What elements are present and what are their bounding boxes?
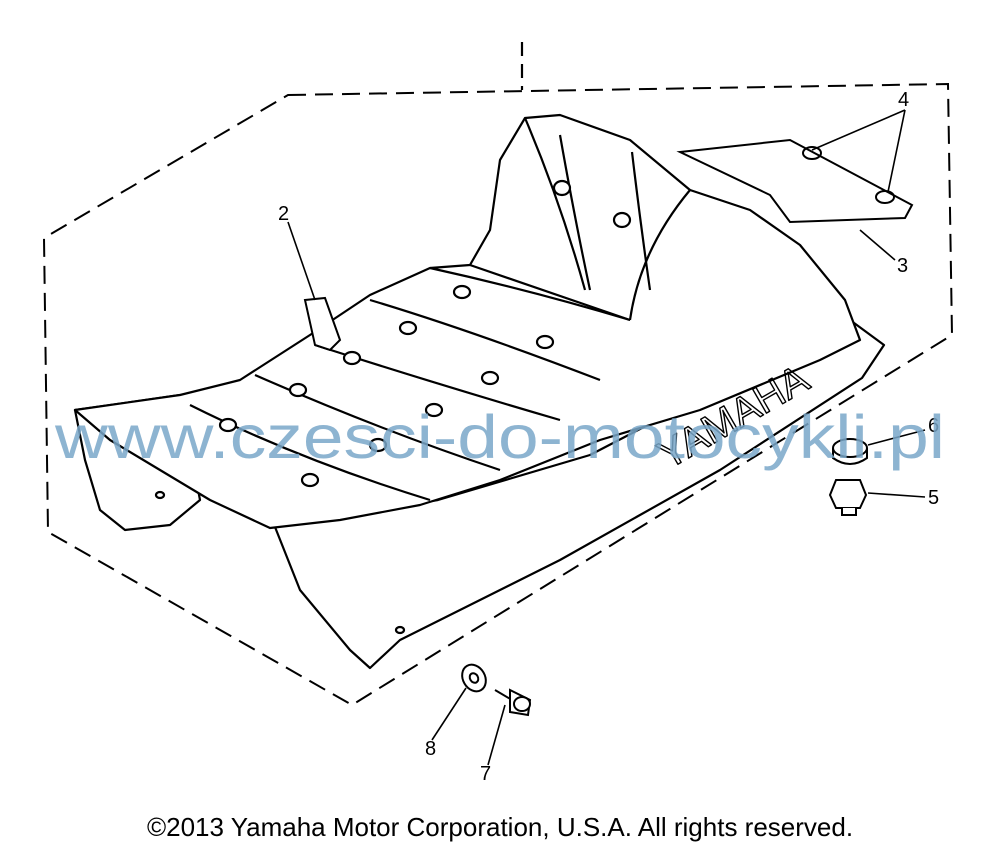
copyright-notice: ©2013 Yamaha Motor Corporation, U.S.A. A… [146,812,854,842]
collar-6 [832,438,868,465]
seat-strap [303,296,342,352]
seat-body: YAMAHA [73,113,886,670]
rear-bracket [676,138,914,224]
nut-5 [828,479,868,516]
bolt-7 [494,688,532,717]
callout-3: 3 [897,255,908,277]
watermark-text: www.czesci-do-motocykli.pl [54,403,945,471]
callout-4: 4 [898,89,909,111]
callout-2: 2 [278,203,289,225]
leader-lines [287,109,926,766]
assembly-boundary [42,82,954,707]
callout-5: 5 [928,487,939,509]
callout-6: 6 [928,415,939,437]
callout-7: 7 [480,763,491,785]
washer-8 [461,663,487,693]
callout-8: 8 [425,738,436,760]
